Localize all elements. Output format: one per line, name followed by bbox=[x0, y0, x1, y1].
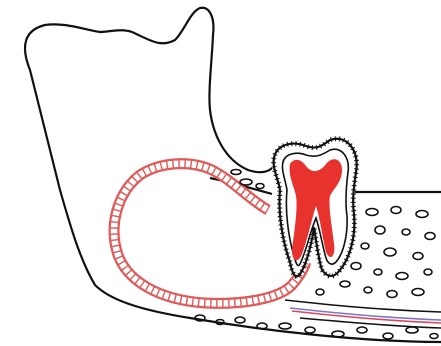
molar-tooth bbox=[274, 139, 357, 277]
mandibular-canal bbox=[285, 300, 441, 328]
infection-tract bbox=[114, 164, 306, 304]
